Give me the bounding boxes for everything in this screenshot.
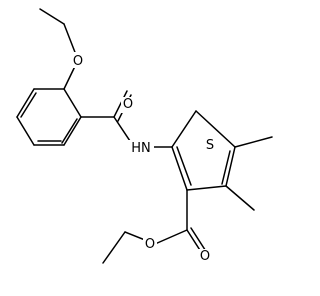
atom-label-amide-oxygen: O <box>121 97 135 113</box>
sulfur-text: S <box>206 138 214 153</box>
benzene-bond-4 <box>16 116 35 146</box>
thiophene-bond-c3-c2 <box>171 146 188 191</box>
methyl-groups <box>225 136 273 211</box>
atom-label-ether-oxygen: O <box>71 52 85 69</box>
atom-label-amide-nh: HN <box>128 140 154 156</box>
thiophene-ring <box>171 110 236 191</box>
bond-c4-methyl <box>225 185 255 211</box>
molecule-canvas: O O HN S O O <box>16 8 273 265</box>
benzene-inner-bond-a <box>61 118 78 144</box>
thiophene-bond-c5-c4 <box>225 146 236 187</box>
benzene-bond-2 <box>63 116 82 146</box>
atom-label-ester-ether-oxygen: O <box>143 236 157 252</box>
benzene-bond-5 <box>16 88 35 118</box>
ether-oxygen-text: O <box>73 54 83 69</box>
ester-ether-oxygen-text: O <box>145 237 155 252</box>
thiophene-bond-c3-c2-inner <box>176 146 192 186</box>
thiophene-bond-c2-s <box>171 110 197 148</box>
bond-ch2-ch3-ester <box>102 231 126 264</box>
thiophene-bond-c4-c5-inner <box>221 150 231 185</box>
bond-ester-carbon-o <box>154 229 188 245</box>
bond-carbonyl-o-1 <box>113 90 128 118</box>
amide-nh-text: HN <box>131 141 151 156</box>
benzene-ring <box>16 88 82 146</box>
thiophene-bond-c4-c3 <box>186 185 227 191</box>
amide-oxygen-text: O <box>123 97 133 112</box>
ethoxy-group <box>39 8 79 90</box>
thiophene-bond-s-c5 <box>195 110 236 148</box>
atom-label-sulfur: S <box>203 136 217 153</box>
ester-carbonyl-oxygen-text: O <box>200 249 210 264</box>
benzene-inner-bond-b <box>20 92 37 118</box>
ethyl-ester-group <box>102 189 210 264</box>
bond-c5-methyl <box>234 136 273 148</box>
bond-ch3-ch2-ether <box>39 8 65 25</box>
benzene-bond-1 <box>63 88 82 118</box>
atom-label-ester-carbonyl-oxygen: O <box>198 249 212 265</box>
